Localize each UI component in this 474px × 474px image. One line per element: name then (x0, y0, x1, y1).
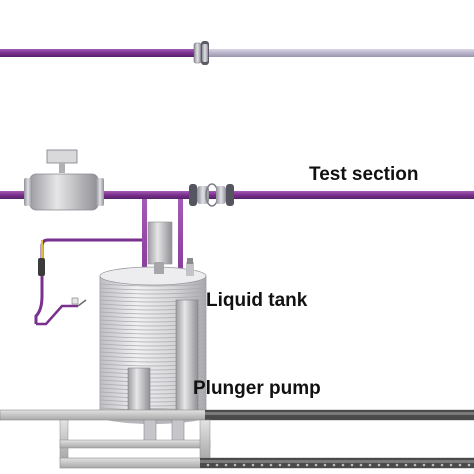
tank-coil-line (100, 295, 206, 299)
rail-bolt (224, 463, 228, 467)
pipe-coupling (189, 183, 234, 207)
rail-bolt (251, 463, 255, 467)
base-frame (0, 409, 474, 469)
rail-bolt (269, 463, 273, 467)
rail-bolt (287, 463, 291, 467)
rail-bolt (368, 463, 372, 467)
rail-bolt (305, 463, 309, 467)
rail-bolt (431, 463, 435, 467)
rail-bolt (467, 463, 471, 467)
signal-cable (34, 238, 142, 326)
flow-meter (24, 149, 104, 211)
rail-bolt (242, 463, 246, 467)
rail-bolt (341, 463, 345, 467)
rail-bolt (386, 463, 390, 467)
rail-bolt (350, 463, 354, 467)
rail-bolt (332, 463, 336, 467)
rail-bolt (395, 463, 399, 467)
rail-bolt (404, 463, 408, 467)
rail-bolt (413, 463, 417, 467)
plunger-pump-label: Plunger pump (193, 378, 321, 399)
rail-bolt (449, 463, 453, 467)
rail-bolts (206, 463, 471, 467)
liquid-tank-label: Liquid tank (206, 290, 308, 311)
rail-bolt (422, 463, 426, 467)
upper-pipe (0, 41, 474, 65)
rail-bolt (278, 463, 282, 467)
rail-bolt (215, 463, 219, 467)
tank-coil-line (100, 291, 206, 295)
rail-bolt (377, 463, 381, 467)
rail-bolt (296, 463, 300, 467)
rail-bolt (323, 463, 327, 467)
rail-bolt (233, 463, 237, 467)
test-section-pipe (0, 191, 474, 199)
tank-top-fittings (147, 221, 194, 276)
tank-coil-line (100, 283, 206, 287)
test-section-label: Test section (309, 164, 419, 185)
tank-coil-line (100, 287, 206, 291)
rail-bolt (314, 463, 318, 467)
rail-bolt (359, 463, 363, 467)
rail-bolt (458, 463, 462, 467)
rail-bolt (260, 463, 264, 467)
rail-bolt (440, 463, 444, 467)
rail-bolt (206, 463, 210, 467)
